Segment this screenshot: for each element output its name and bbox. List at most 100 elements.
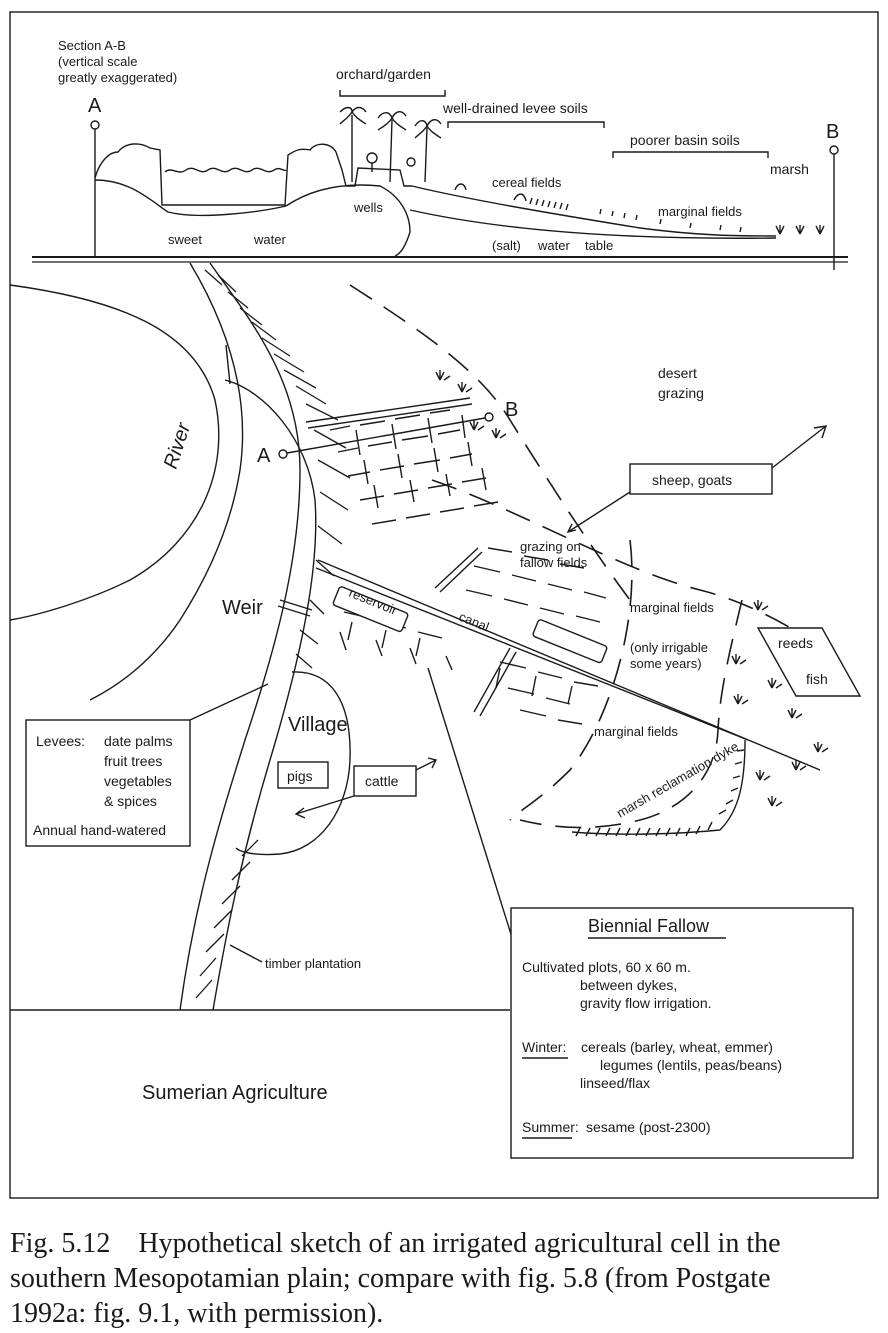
upper-canal-2 bbox=[307, 403, 473, 429]
pigs-box bbox=[277, 761, 329, 789]
figure-caption: Fig. 5.12 Hypothetical sketch of an irri… bbox=[10, 1228, 781, 1329]
upper-canal-1 bbox=[305, 397, 471, 423]
cattle-arrow-out bbox=[415, 759, 437, 771]
fallow-winter-1: cereals (barley, wheat, emmer) bbox=[581, 1039, 773, 1055]
section-lens bbox=[285, 184, 411, 257]
section-marker-b bbox=[829, 145, 839, 155]
fallow-winter-label: Winter: bbox=[522, 1039, 566, 1055]
section-salt-label: (salt) bbox=[492, 238, 521, 253]
cross-section: Section A-B (vertical scale greatly exag… bbox=[32, 38, 848, 270]
map-marker-a bbox=[278, 449, 288, 459]
section-basin-label: poorer basin soils bbox=[630, 132, 740, 148]
marsh-dyke bbox=[571, 739, 746, 835]
section-label-a: A bbox=[88, 95, 102, 117]
fallow-box: Biennial Fallow Cultivated plots, 60 x 6… bbox=[510, 907, 854, 1159]
sheep-arrowhead-in bbox=[566, 523, 577, 534]
canal-bank-outer bbox=[212, 379, 317, 1011]
marginal-fields-label-1: marginal fields bbox=[630, 600, 714, 615]
fallow-line-3: gravity flow irrigation. bbox=[580, 995, 712, 1011]
levees-footer: Annual hand-watered bbox=[33, 822, 166, 838]
fallow-box-frame bbox=[510, 907, 854, 1159]
caption-line-1: Fig. 5.12 Hypothetical sketch of an irri… bbox=[10, 1228, 781, 1259]
levees-item-2: fruit trees bbox=[104, 753, 162, 769]
levees-item-1: date palms bbox=[104, 733, 172, 749]
levees-heading: Levees: bbox=[36, 733, 85, 749]
figure-frame bbox=[9, 11, 879, 1199]
section-marginal-label: marginal fields bbox=[658, 204, 742, 219]
desert-boundary-2 bbox=[431, 479, 811, 641]
weir-label: Weir bbox=[222, 597, 263, 619]
marginal-fields-label-2: marginal fields bbox=[594, 724, 678, 739]
section-field-bumps bbox=[454, 183, 527, 202]
caption-line-3: 1992a: fig. 9.1, with permission). bbox=[10, 1298, 383, 1329]
palm-tree-2 bbox=[377, 111, 407, 183]
fish-label: fish bbox=[806, 671, 828, 687]
desert-label-1: desert bbox=[658, 365, 697, 381]
cross-canal-1a bbox=[434, 547, 479, 589]
cross-canal-1b bbox=[439, 551, 483, 593]
palm-tree-3 bbox=[414, 119, 442, 183]
section-sweet-water bbox=[94, 179, 287, 217]
reeds-fish-box bbox=[756, 627, 862, 697]
upper-weir bbox=[225, 344, 231, 385]
fruit-tree-1 bbox=[366, 152, 378, 164]
fallow-winter-3: linseed/flax bbox=[580, 1075, 650, 1091]
desert-boundary-1 bbox=[349, 284, 631, 601]
section-water-waves bbox=[164, 167, 287, 173]
reservoir-2 bbox=[532, 619, 608, 664]
river-bank-west bbox=[89, 262, 244, 701]
levees-item-3: vegetables bbox=[104, 773, 172, 789]
caption-line-2: southern Mesopotamian plain; compare wit… bbox=[10, 1263, 771, 1294]
section-label-b: B bbox=[826, 121, 839, 143]
reeds-label: reeds bbox=[778, 635, 813, 651]
levee-hatching bbox=[195, 269, 351, 999]
map-label-a: A bbox=[257, 445, 271, 467]
section-title: Section A-B bbox=[58, 38, 126, 53]
main-canal-2 bbox=[315, 567, 749, 741]
section-note-2: greatly exaggerated) bbox=[58, 70, 177, 85]
sheep-goats-label: sheep, goats bbox=[652, 472, 732, 488]
section-wells-label: wells bbox=[353, 200, 383, 215]
fallow-summer-label: Summer: bbox=[522, 1119, 579, 1135]
section-marker-a bbox=[90, 120, 100, 130]
canal-bank-inner bbox=[179, 262, 301, 1011]
fallow-line-2: between dykes, bbox=[580, 977, 677, 993]
levee-leader bbox=[189, 683, 269, 721]
section-terrain bbox=[94, 143, 777, 237]
weir-structure bbox=[277, 599, 313, 617]
reservoir-1 bbox=[332, 586, 409, 633]
map-title: Sumerian Agriculture bbox=[142, 1082, 328, 1104]
desert-label-2: grazing bbox=[658, 385, 704, 401]
cattle-box bbox=[353, 765, 417, 797]
transect-line bbox=[286, 417, 486, 454]
pigs-label: pigs bbox=[287, 768, 313, 784]
section-water-label: water bbox=[253, 232, 286, 247]
timber-label: timber plantation bbox=[265, 956, 361, 971]
section-crop-ticks bbox=[529, 197, 742, 233]
marginal-boundary bbox=[509, 539, 633, 821]
basin-bracket bbox=[612, 151, 769, 158]
section-cereal-label: cereal fields bbox=[492, 175, 562, 190]
sheep-arrowhead-out bbox=[813, 425, 828, 439]
fruit-tree-2 bbox=[406, 157, 416, 167]
only-irrigable-label-2: some years) bbox=[630, 656, 702, 671]
section-levee-label: well-drained levee soils bbox=[442, 100, 588, 116]
sheep-arrow-in bbox=[567, 491, 631, 533]
village-label: Village bbox=[288, 714, 348, 736]
field-plots bbox=[329, 409, 607, 725]
levees-box-frame bbox=[25, 719, 191, 847]
dyke-hatching bbox=[575, 749, 745, 837]
river-label: River bbox=[160, 419, 196, 471]
levee-bracket bbox=[447, 121, 605, 128]
timber-leader bbox=[229, 944, 263, 963]
section-marsh-label: marsh bbox=[770, 161, 809, 177]
only-irrigable-label-1: (only irrigable bbox=[630, 640, 708, 655]
grazing-label-1: grazing on bbox=[520, 539, 581, 554]
cattle-arrow-in bbox=[295, 795, 355, 815]
fallow-winter-2: legumes (lentils, peas/beans) bbox=[600, 1057, 782, 1073]
reeds-boundary bbox=[519, 599, 743, 829]
section-note-1: (vertical scale bbox=[58, 54, 137, 69]
sheep-goats-box bbox=[629, 463, 773, 495]
